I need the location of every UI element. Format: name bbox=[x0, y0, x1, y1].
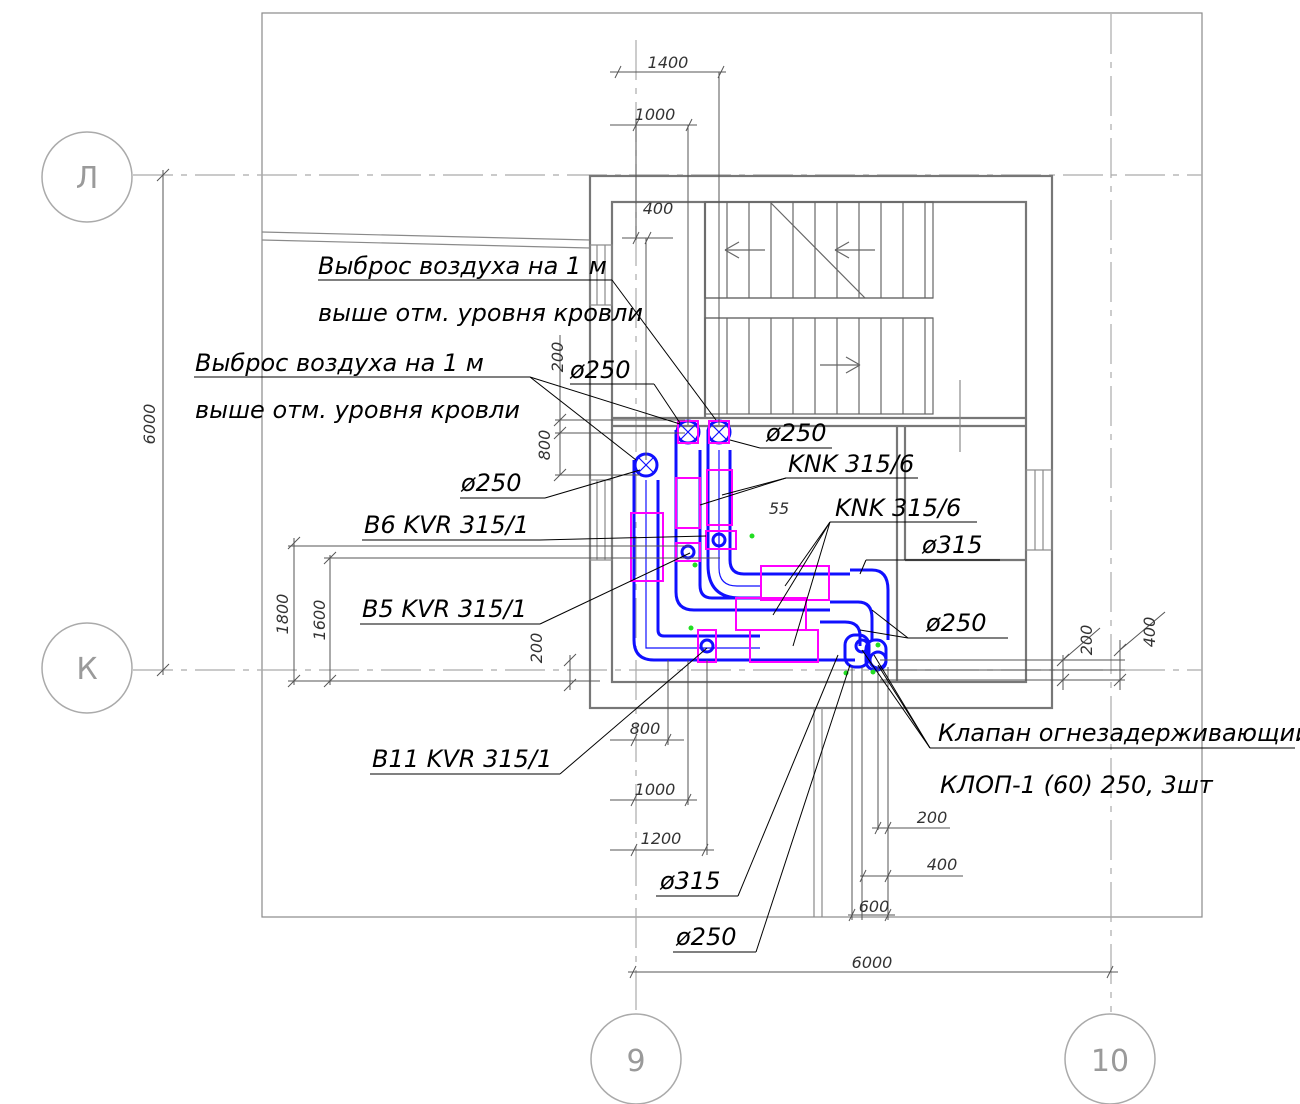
dim-400-right: 400 bbox=[1140, 617, 1159, 648]
axis-bubble-col-left: 9 bbox=[590, 1013, 682, 1104]
fittings bbox=[630, 420, 830, 663]
dim-600-bottom: 600 bbox=[859, 897, 890, 916]
label-dia315-right: ø315 bbox=[921, 531, 983, 559]
label-dia250-c: ø250 bbox=[460, 469, 522, 497]
label-dia250-a: ø250 bbox=[569, 356, 631, 384]
dim-800-bottom: 800 bbox=[630, 719, 661, 738]
axis-label-col-right: 10 bbox=[1091, 1044, 1129, 1079]
axis-bubble-row-bottom: К bbox=[41, 622, 133, 714]
axis-label-row-top: Л bbox=[76, 161, 99, 196]
dim-1000-top: 1000 bbox=[635, 105, 676, 124]
exhaust-note-1-line-2: выше отм. уровня кровли bbox=[318, 299, 643, 327]
stairs bbox=[704, 201, 934, 415]
label-b6-kvr: В6 KVR 315/1 bbox=[364, 511, 529, 539]
label-knk-a: KNK 315/6 bbox=[788, 450, 914, 478]
dim-200-left: 200 bbox=[548, 342, 567, 373]
dim-200-right-bottom: 200 bbox=[917, 808, 948, 827]
dim-6000-vertical: 6000 bbox=[140, 404, 159, 445]
exhaust-note-1-line-1: Выброс воздуха на 1 м bbox=[318, 252, 607, 280]
dim-1800: 1800 bbox=[273, 594, 292, 635]
dim-6000-horizontal: 6000 bbox=[852, 953, 893, 972]
exhaust-note-2-line-1: Выброс воздуха на 1 м bbox=[195, 349, 484, 377]
leader-lines bbox=[194, 279, 1295, 953]
dim-1400: 1400 bbox=[648, 53, 689, 72]
exhaust-note-2-line-2: выше отм. уровня кровли bbox=[195, 396, 520, 424]
axis-label-col-left: 9 bbox=[626, 1044, 645, 1079]
label-valve-line-2: КЛОП-1 (60) 250, 3шт bbox=[940, 771, 1214, 799]
dimension-lines bbox=[156, 65, 1166, 979]
annotations: Выброс воздуха на 1 м выше отм. уровня к… bbox=[195, 252, 1300, 951]
label-b5-kvr: В5 KVR 315/1 bbox=[362, 595, 527, 623]
axis-bubble-row-top: Л bbox=[41, 131, 133, 223]
label-valve-line-1: Клапан огнезадерживающий bbox=[938, 719, 1300, 747]
label-dia315-bottom: ø315 bbox=[659, 867, 721, 895]
label-b11-kvr: В11 KVR 315/1 bbox=[372, 745, 552, 773]
building-frame bbox=[261, 12, 1203, 918]
dimension-texts: 1400 1000 400 200 800 6000 1800 1600 200… bbox=[140, 53, 1159, 972]
dim-1600: 1600 bbox=[310, 600, 329, 641]
label-dia250-right: ø250 bbox=[925, 609, 987, 637]
dim-55: 55 bbox=[769, 499, 789, 518]
dim-400-right-bottom: 400 bbox=[927, 855, 958, 874]
axis-lines bbox=[133, 14, 1202, 1012]
axis-bubble-col-right: 10 bbox=[1064, 1013, 1156, 1104]
dim-200-lower: 200 bbox=[527, 633, 546, 664]
dim-1200-bottom: 1200 bbox=[641, 829, 682, 848]
dim-200-right: 200 bbox=[1077, 625, 1096, 656]
dim-1000-bottom: 1000 bbox=[635, 780, 676, 799]
axis-label-row-bottom: К bbox=[76, 652, 97, 687]
green-markers bbox=[688, 533, 881, 676]
label-dia250-bottom: ø250 bbox=[675, 923, 737, 951]
label-knk-b: KNK 315/6 bbox=[835, 494, 961, 522]
dim-800-left: 800 bbox=[535, 430, 554, 461]
label-dia250-b: ø250 bbox=[765, 419, 827, 447]
dim-400-top: 400 bbox=[643, 199, 674, 218]
